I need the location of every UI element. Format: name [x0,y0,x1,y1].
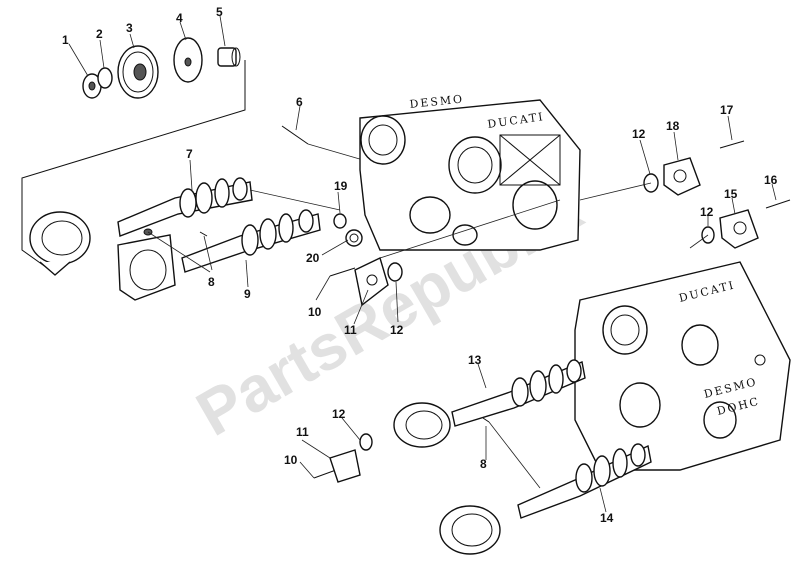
seal-holder-rear-right [117,228,176,301]
camshaft-upper-front [451,359,586,427]
small-washer-19 [333,213,347,229]
stud [281,125,371,163]
callout-1: 1 [62,33,69,47]
callout-6: 6 [296,95,303,109]
washer [97,67,113,89]
callout-9: 9 [244,287,251,301]
callout-4: 4 [176,11,183,25]
assembly-bracket-line [21,60,246,271]
belt-pulley-group [21,37,246,271]
small-seal-20 [345,229,363,247]
callout-19: 19 [334,179,348,193]
callout-14: 14 [600,511,614,525]
callout-15: 15 [724,187,738,201]
callout-7: 7 [186,147,193,161]
callout-10-upper: 10 [308,305,322,319]
seal-holder-rear-left [29,211,91,276]
dowel-pins [147,231,213,273]
front-cylinder-head: DUCATI DESMO DOHC [574,261,791,471]
callout-2: 2 [96,27,103,41]
callout-13: 13 [468,353,482,367]
callout-5: 5 [216,5,223,19]
callout-8-front: 8 [480,457,487,471]
callout-12-sensor-rear: 12 [632,127,646,141]
camshaft-lower-rear [181,209,321,273]
camshaft-upper-rear [117,177,341,237]
rear-cylinder-head: DESMO DUCATI [359,92,581,251]
camshaft-lower-front [517,443,652,519]
seal-holder-front-lower [439,505,501,555]
callout-11-upper: 11 [344,323,357,337]
rear-cover-engraving-desmo: DESMO [409,92,465,111]
callout-12-sensor-front: 12 [700,205,714,219]
callout-8-rear: 8 [208,275,215,289]
callout-leaders [68,15,777,513]
callout-11-lower: 11 [296,425,309,439]
sensor-group-rear [579,140,745,201]
callout-3: 3 [126,21,133,35]
callout-17: 17 [720,103,734,117]
callout-12-upper: 12 [390,323,404,337]
cover-plate-lower [313,417,541,489]
spacer [217,47,237,67]
seal-holder-front-upper [393,402,451,448]
callout-10-lower: 10 [284,453,298,467]
callout-20: 20 [306,251,320,265]
sensor-group-front [689,199,791,249]
callout-18: 18 [666,119,680,133]
callout-16: 16 [764,173,778,187]
cover-plate-upper [315,199,561,307]
callout-12-lower: 12 [332,407,346,421]
